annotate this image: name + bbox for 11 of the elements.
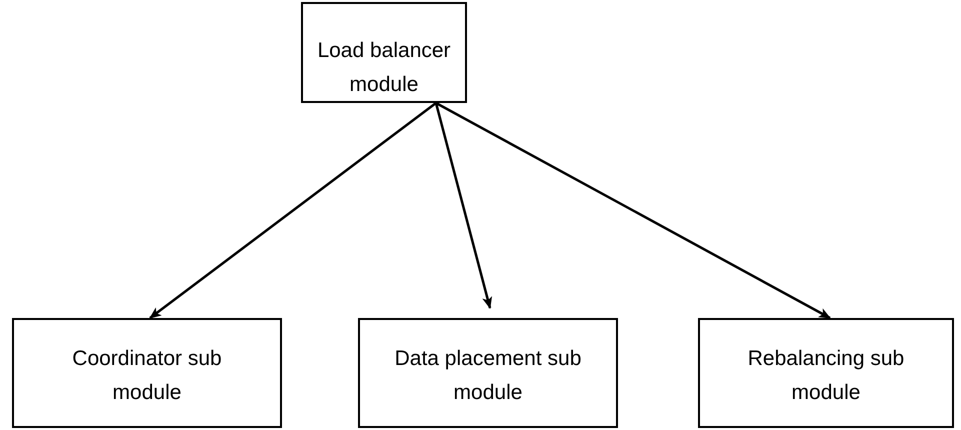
module-box bbox=[301, 2, 467, 103]
module-label: Data placement sub module bbox=[394, 346, 582, 406]
module-label: Load balancer module bbox=[316, 38, 452, 98]
module-box bbox=[358, 318, 618, 428]
arrow bbox=[434, 102, 492, 309]
arrow bbox=[435, 102, 831, 320]
module-box bbox=[12, 318, 282, 428]
module-box bbox=[698, 318, 954, 428]
module-label: Coordinator sub module bbox=[71, 346, 223, 406]
arrow bbox=[149, 102, 437, 319]
module-label: Rebalancing sub module bbox=[746, 346, 906, 406]
